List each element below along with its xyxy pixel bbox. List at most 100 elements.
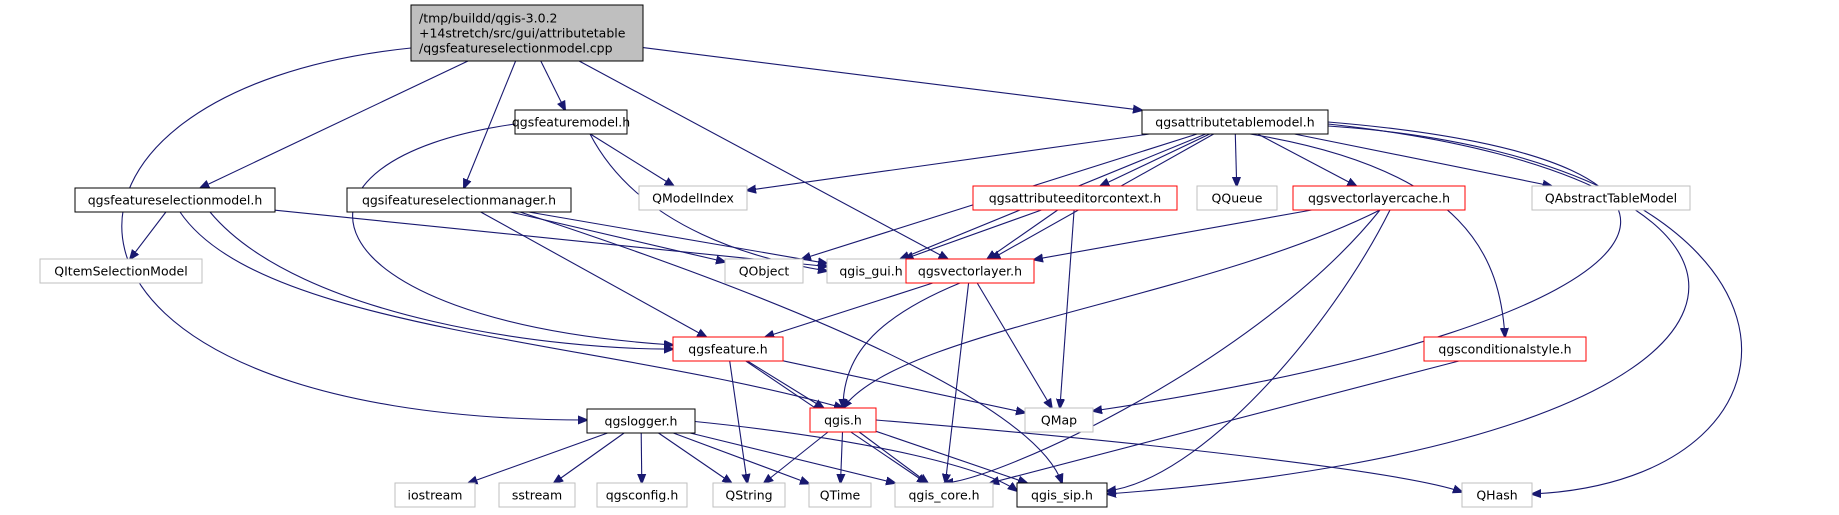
node-vectorlayer[interactable]: qgsvectorlayer.h: [905, 258, 1035, 284]
node-label-root-line-1: /tmp/buildd/qgis-3.0.2: [419, 11, 558, 26]
node-label-vectorlayer: qgsvectorlayer.h: [918, 264, 1022, 279]
node-qgsconfig: qgsconfig.h: [596, 482, 688, 508]
node-featuremodel[interactable]: qgsfeaturemodel.h: [512, 109, 630, 135]
edge-qgis-to-qhash: [875, 419, 1462, 492]
edge-attributetablemodel-to-vectorlayercache: [1257, 133, 1357, 186]
edge-vectorlayercache-to-qgis_sip: [1107, 209, 1391, 491]
edge-attributetablemodel-to-qmap: [1093, 121, 1622, 411]
node-box-qhash: [1461, 482, 1533, 508]
edge-attributeeditorcontext-to-qmap: [1060, 209, 1075, 408]
node-qobject: QObject: [724, 258, 804, 284]
node-qabstracttablemodel: QAbstractTableModel: [1531, 185, 1691, 211]
node-label-qgis: qgis.h: [824, 413, 862, 428]
node-qmodelindex: QModelIndex: [638, 185, 748, 211]
node-label-qmodelindex: QModelIndex: [652, 191, 734, 206]
node-qgis_core: qgis_core.h: [894, 482, 994, 508]
edge-attributetablemodel-to-conditionalstyle: [1249, 133, 1505, 337]
node-box-qgis_core: [894, 482, 994, 508]
node-qhash: QHash: [1461, 482, 1533, 508]
node-box-qqueue: [1196, 185, 1278, 211]
node-root[interactable]: /tmp/buildd/qgis-3.0.2+14stretch/src/gui…: [410, 4, 644, 62]
edge-qgis-to-qstring: [764, 431, 829, 483]
edge-root-to-ifeatureselectionmanager: [464, 60, 517, 188]
edge-vectorlayercache-to-qgis_core: [944, 209, 1381, 483]
node-qmap: QMap: [1024, 407, 1094, 433]
node-box-vectorlayer: [905, 258, 1035, 284]
node-vectorlayercache[interactable]: qgsvectorlayercache.h: [1292, 185, 1466, 211]
edge-feature-to-qmap: [782, 360, 1025, 413]
edge-feature-to-qstring: [729, 360, 748, 483]
node-box-sstream: [498, 482, 576, 508]
node-label-qgis_sip: qgis_sip.h: [1031, 488, 1093, 503]
edge-logger-to-iostream: [468, 432, 608, 483]
edge-logger-to-sstream: [554, 432, 625, 483]
node-qgis[interactable]: qgis.h: [809, 407, 877, 433]
edge-qgis-to-qgis_core: [858, 431, 928, 483]
node-qstring: QString: [712, 482, 786, 508]
node-label-qgsconfig: qgsconfig.h: [606, 488, 679, 503]
node-label-sstream: sstream: [512, 488, 562, 503]
edge-vectorlayer-to-qgis_core: [945, 282, 970, 483]
node-box-conditionalstyle: [1423, 336, 1587, 362]
node-label-logger: qgslogger.h: [605, 414, 678, 429]
node-box-ifeatureselectionmanager: [346, 187, 572, 213]
node-label-root-line-3: /qgsfeatureselectionmodel.cpp: [419, 41, 613, 56]
node-qitemselectionmodel: QItemSelectionModel: [39, 258, 203, 284]
node-qgis_sip[interactable]: qgis_sip.h: [1016, 482, 1108, 508]
node-box-root: [410, 4, 644, 62]
node-label-qitemselectionmodel: QItemSelectionModel: [54, 264, 187, 279]
node-label-conditionalstyle: qgsconditionalstyle.h: [1438, 342, 1571, 357]
edge-root-to-featureselectionmodel: [200, 60, 469, 188]
node-label-qstring: QString: [725, 488, 772, 503]
edge-attributetablemodel-to-qmodelindex: [747, 133, 1150, 190]
edge-attributeeditorcontext-to-vectorlayer: [987, 209, 1059, 259]
node-box-featuremodel: [514, 109, 628, 135]
node-ifeatureselectionmanager[interactable]: qgsifeatureselectionmanager.h: [346, 187, 572, 213]
node-label-vectorlayercache: qgsvectorlayercache.h: [1308, 191, 1450, 206]
node-label-ifeatureselectionmanager: qgsifeatureselectionmanager.h: [362, 193, 556, 208]
node-box-attributetablemodel: [1141, 109, 1329, 135]
node-label-featureselectionmodel: qgsfeatureselectionmodel.h: [88, 193, 263, 208]
node-label-attributetablemodel: qgsattributetablemodel.h: [1155, 115, 1314, 130]
node-box-qgis_gui: [826, 258, 916, 284]
edge-vectorlayercache-to-qgis: [843, 209, 1381, 408]
edge-vectorlayer-to-qgis: [843, 282, 961, 408]
node-box-qtime: [808, 482, 872, 508]
node-qqueue: QQueue: [1196, 185, 1278, 211]
node-box-vectorlayercache: [1292, 185, 1466, 211]
node-box-qitemselectionmodel: [39, 258, 203, 284]
edge-ifeatureselectionmanager-to-qgis_sip: [519, 211, 1062, 483]
node-attributeeditorcontext[interactable]: qgsattributeeditorcontext.h: [972, 185, 1178, 211]
node-box-qgis: [809, 407, 877, 433]
node-featureselectionmodel[interactable]: qgsfeatureselectionmodel.h: [74, 187, 276, 213]
node-label-featuremodel: qgsfeaturemodel.h: [512, 115, 630, 130]
edge-attributetablemodel-to-qgis_sip: [1107, 123, 1690, 494]
node-attributetablemodel[interactable]: qgsattributetablemodel.h: [1141, 109, 1329, 135]
node-label-qabstracttablemodel: QAbstractTableModel: [1545, 191, 1677, 206]
edge-attributetablemodel-to-qabstracttablemodel: [1294, 133, 1551, 186]
node-logger[interactable]: qgslogger.h: [586, 408, 696, 434]
edge-attributetablemodel-to-qqueue: [1235, 133, 1236, 186]
node-box-qmap: [1024, 407, 1094, 433]
edge-logger-to-qgsconfig: [641, 432, 642, 483]
node-label-qqueue: QQueue: [1212, 191, 1263, 206]
edge-conditionalstyle-to-qgis_core: [990, 360, 1460, 483]
node-box-feature: [672, 336, 784, 362]
node-box-qobject: [724, 258, 804, 284]
edge-logger-to-qtime: [673, 432, 809, 484]
node-feature[interactable]: qgsfeature.h: [672, 336, 784, 362]
node-box-iostream: [394, 482, 476, 508]
edge-vectorlayer-to-feature: [765, 282, 933, 337]
node-qgis_gui: qgis_gui.h: [826, 258, 916, 284]
edge-attributetablemodel-to-qhash: [1327, 125, 1743, 494]
edge-attributetablemodel-to-attributeeditorcontext: [1100, 133, 1210, 186]
node-qtime: QTime: [808, 482, 872, 508]
edge-attributeeditorcontext-to-qgis_gui: [905, 209, 1042, 259]
node-label-qobject: QObject: [739, 264, 790, 279]
node-box-qgis_sip: [1016, 482, 1108, 508]
edge-featuremodel-to-qmodelindex: [590, 133, 673, 186]
node-conditionalstyle[interactable]: qgsconditionalstyle.h: [1423, 336, 1587, 362]
edge-root-to-featuremodel: [540, 60, 565, 110]
node-label-qhash: QHash: [1476, 488, 1517, 503]
